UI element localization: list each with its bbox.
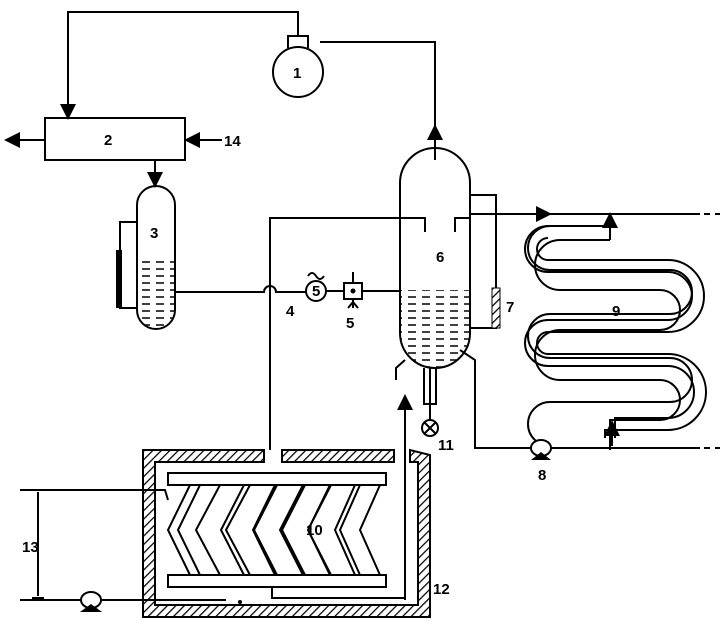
pump: 8 — [530, 439, 552, 484]
pump-line — [459, 349, 700, 449]
receiver: 3 — [116, 185, 176, 330]
label-1: 1 — [293, 65, 301, 82]
cooling-coil: 9 — [524, 214, 707, 450]
condenser: 2 — [44, 117, 186, 161]
svg-text:5: 5 — [312, 283, 320, 300]
suction-line — [320, 41, 436, 150]
height-dimension: 13 — [22, 489, 44, 599]
expansion-valve: 5 — [343, 272, 363, 332]
label-11: 11 — [438, 437, 454, 454]
separator: 6 — [269, 147, 471, 450]
brine-pump — [80, 591, 102, 612]
label-7: 7 — [506, 299, 514, 316]
label-12: 12 — [433, 581, 450, 598]
label-9: 9 — [612, 303, 620, 320]
label-13: 13 — [22, 539, 39, 556]
discharge-line — [60, 11, 299, 120]
label-2: 2 — [104, 132, 112, 149]
compressor: 1 — [272, 35, 324, 98]
brine-outlet-line — [20, 489, 169, 501]
liquid-line — [175, 285, 306, 293]
label-4: 4 — [286, 303, 295, 320]
plate-evaporator: 10 — [166, 472, 387, 588]
label-3: 3 — [150, 225, 158, 242]
label-8: 8 — [538, 467, 546, 484]
label-10: 10 — [306, 522, 323, 539]
label-5: 5 — [346, 315, 354, 332]
label-6: 6 — [436, 249, 444, 266]
tank: 12 — [142, 448, 450, 618]
label-14: 14 — [224, 133, 241, 150]
drain-valve: 11 — [421, 404, 454, 454]
flow-meter: 5 4 — [286, 272, 327, 320]
level-gauge: 7 — [470, 194, 514, 329]
